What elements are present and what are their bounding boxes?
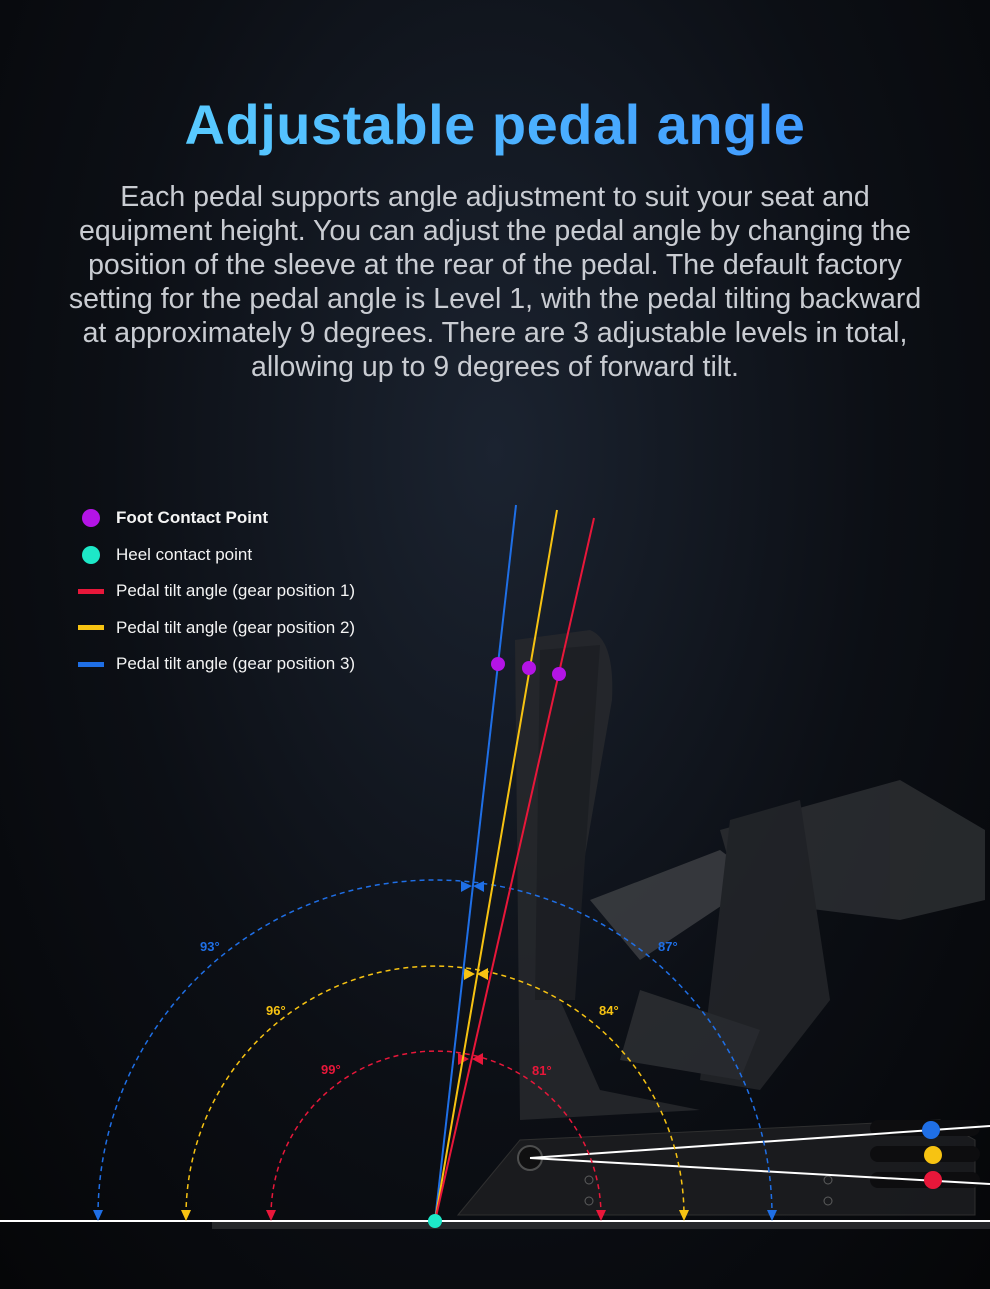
gear2-left-angle: 96° (266, 1003, 286, 1018)
legend: Foot Contact Point Heel contact point Pe… (78, 500, 355, 683)
cyan-dot-icon (82, 545, 100, 564)
foot-contact-point-gear3 (491, 657, 505, 671)
gear1-pedal-line (434, 517, 595, 1222)
gear1-left-angle: 99° (321, 1062, 341, 1077)
blue-line-icon (78, 661, 104, 667)
gear1-right-angle: 81° (532, 1063, 552, 1078)
legend-label: Foot Contact Point (116, 508, 269, 528)
arrow-heads (93, 881, 777, 1221)
sleeve-line-1 (529, 1157, 990, 1185)
legend-label: Pedal tilt angle (gear position 1) (116, 581, 356, 601)
gear2-right-angle: 84° (599, 1003, 619, 1018)
gear3-arc (97, 879, 773, 1217)
legend-gear3: Pedal tilt angle (gear position 3) (78, 646, 355, 683)
yellow-line-icon (78, 625, 104, 631)
legend-label: Heel contact point (116, 544, 253, 564)
legend-gear2: Pedal tilt angle (gear position 2) (78, 610, 355, 647)
sleeve-line-3 (529, 1125, 990, 1159)
pedal-illustration (212, 630, 990, 1229)
gear2-indicator-dot (924, 1146, 942, 1164)
gear3-left-angle: 93° (200, 939, 220, 954)
legend-label: Pedal tilt angle (gear position 2) (116, 617, 356, 637)
legend-heel-contact: Heel contact point (78, 537, 355, 574)
gear1-indicator-dot (924, 1171, 942, 1189)
foot-contact-point-gear2 (522, 661, 536, 675)
purple-dot-icon (82, 509, 100, 528)
page-title: Adjustable pedal angle (0, 92, 990, 157)
gear3-pedal-line (434, 504, 517, 1222)
foot-contact-point-gear1 (552, 667, 566, 681)
legend-label: Pedal tilt angle (gear position 3) (116, 654, 356, 674)
gear2-arc (185, 965, 685, 1217)
gear2-pedal-line (434, 509, 558, 1222)
gear3-right-angle: 87° (658, 939, 678, 954)
gear3-indicator-dot (922, 1121, 940, 1139)
legend-foot-contact: Foot Contact Point (78, 500, 355, 537)
legend-gear1: Pedal tilt angle (gear position 1) (78, 573, 355, 610)
heel-contact-point (428, 1214, 442, 1228)
red-line-icon (78, 588, 104, 594)
description: Each pedal supports angle adjustment to … (68, 181, 922, 383)
